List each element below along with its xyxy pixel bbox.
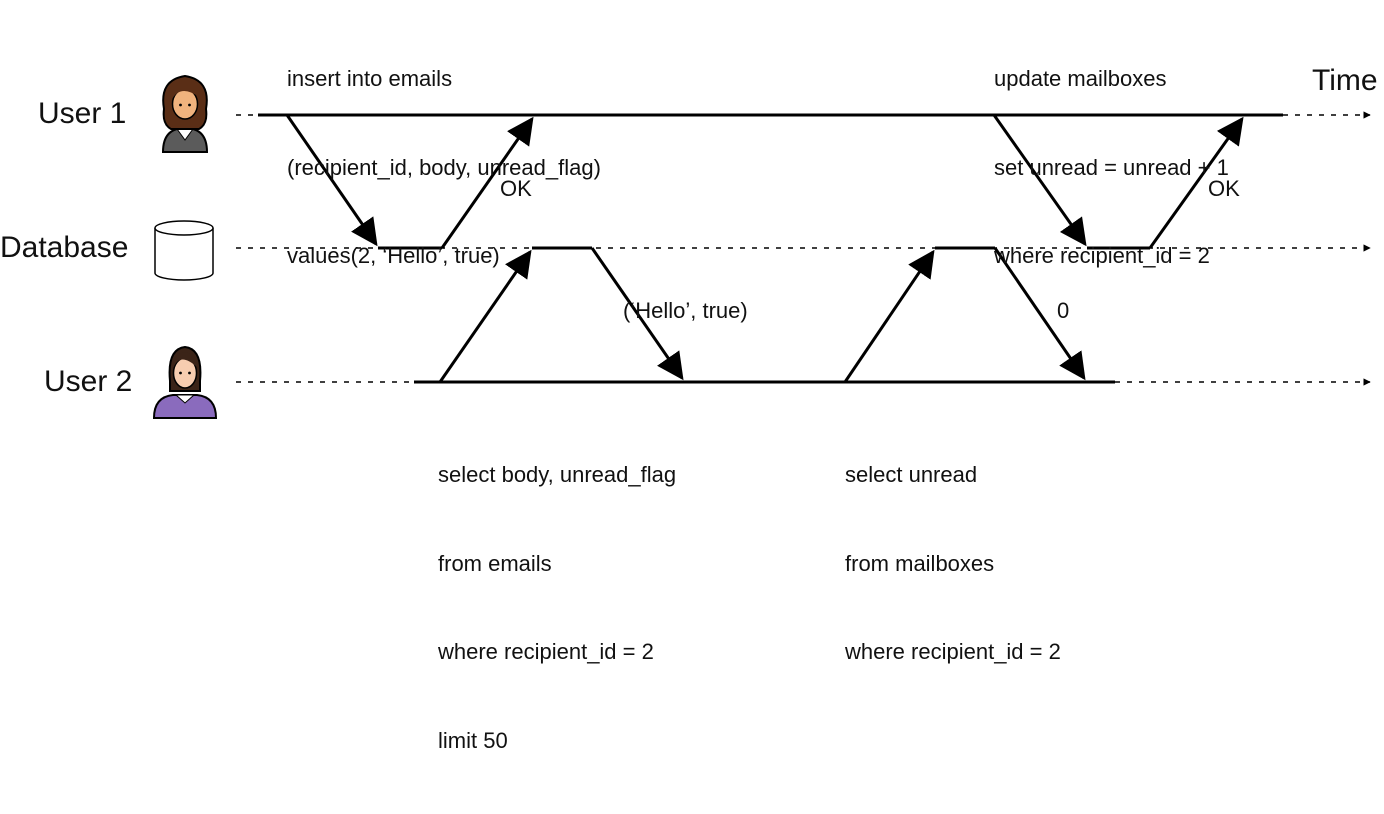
select-unread-request-arrow [843,249,935,383]
update-ok-arrow [1148,116,1244,249]
select-emails-query: select body, unread_flag from emails whe… [438,401,676,814]
time-label: Time [1312,64,1378,97]
user1-icon [161,74,209,153]
update-query-line: update mailboxes [994,66,1167,91]
database-icon [154,220,214,281]
user1-label: User 1 [38,97,127,130]
select-unread-query: select unread from mailboxes where recip… [845,401,1061,726]
sequence-diagram: User 1 Database User 2 Time insert into … [0,5,1378,753]
select-emails-result-label: (‘Hello’, true) [623,298,748,323]
select-unread-query-line: from mailboxes [845,550,995,576]
update-query: update mailboxes set unread = unread + 1… [994,5,1229,330]
insert-query-line: insert into emails [287,66,453,91]
user2-icon [152,345,218,419]
select-unread-query-line: where recipient_id = 2 [845,639,1061,664]
user2-label: User 2 [44,365,133,398]
update-query-line: set unread = unread + 1 [994,154,1229,180]
select-emails-response-arrow [590,247,684,381]
insert-request-arrow [285,114,378,247]
insert-query: insert into emails (recipient_id, body, … [287,5,601,330]
select-unread-response-arrow [993,247,1086,381]
update-query-line: where recipient_id = 2 [994,243,1210,268]
insert-ok-label: OK [500,176,532,201]
insert-ok-arrow [440,116,534,249]
update-request-arrow [992,114,1087,247]
select-emails-query-line: limit 50 [438,727,508,753]
insert-query-line: (recipient_id, body, unread_flag) [287,154,601,180]
update-ok-label: OK [1208,176,1240,201]
select-emails-query-line: where recipient_id = 2 [438,639,654,664]
select-unread-query-line: select unread [845,462,978,487]
select-emails-request-arrow [438,249,532,383]
insert-query-line: values(2, ‘Hello’, true) [287,243,500,268]
select-unread-result-label: 0 [1057,298,1070,323]
database-label: Database [0,231,129,264]
select-emails-query-line: select body, unread_flag [438,462,677,487]
timeline-canvas [152,74,1371,419]
select-emails-query-line: from emails [438,550,552,576]
